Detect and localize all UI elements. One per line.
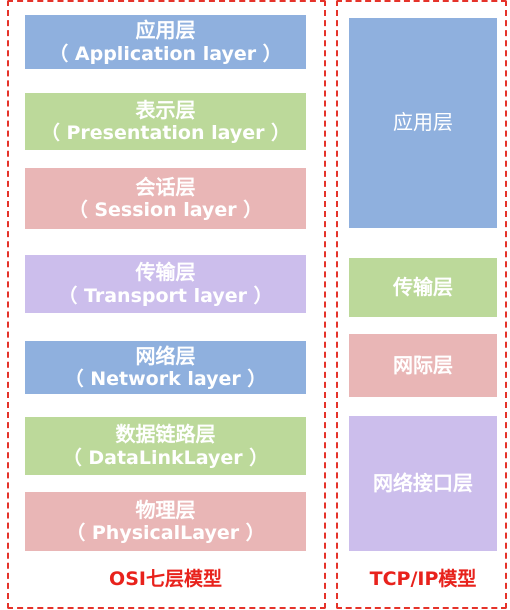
tcpip-layer-network-interface: 网络接口层 bbox=[349, 416, 497, 551]
osi-layer-cn: 应用层 bbox=[135, 18, 196, 42]
osi-layer-cn: 传输层 bbox=[135, 260, 196, 284]
osi-layer-cn: 网络层 bbox=[135, 343, 196, 368]
tcpip-layer-transport: 传输层 bbox=[349, 258, 497, 317]
osi-layer-application: 应用层 （ Application layer ） bbox=[25, 15, 306, 69]
tcpip-model-title: TCP/IP模型 bbox=[369, 568, 477, 590]
tcpip-layer-application: 应用层 bbox=[349, 18, 497, 228]
tcpip-layer-label: 传输层 bbox=[393, 274, 453, 299]
osi-layer-en: （ DataLinkLayer ） bbox=[62, 446, 269, 469]
osi-layer-network: 网络层 （ Network layer ） bbox=[25, 341, 306, 394]
tcpip-model-panel bbox=[336, 0, 507, 609]
osi-model-title: OSI七层模型 bbox=[109, 568, 222, 590]
tcpip-layer-label: 应用层 bbox=[393, 110, 453, 135]
tcpip-layer-internet: 网际层 bbox=[349, 334, 497, 397]
osi-model-panel bbox=[7, 0, 326, 609]
osi-layer-en: （ Presentation layer ） bbox=[40, 122, 291, 145]
osi-layer-en: （ PhysicalLayer ） bbox=[66, 522, 265, 545]
osi-layer-en: （ Network layer ） bbox=[64, 368, 267, 391]
osi-layer-datalink: 数据链路层 （ DataLinkLayer ） bbox=[25, 417, 306, 475]
osi-layer-cn: 物理层 bbox=[135, 497, 196, 522]
tcpip-layer-label: 网际层 bbox=[393, 352, 453, 377]
tcpip-layer-label: 网络接口层 bbox=[373, 470, 473, 495]
osi-layer-cn: 数据链路层 bbox=[115, 422, 216, 446]
osi-layer-en: （ Session layer ） bbox=[68, 199, 263, 222]
osi-layer-cn: 会话层 bbox=[135, 174, 196, 199]
osi-layer-presentation: 表示层 （ Presentation layer ） bbox=[25, 93, 306, 150]
osi-layer-cn: 表示层 bbox=[135, 97, 196, 122]
osi-layer-en: （ Transport layer ） bbox=[58, 284, 273, 307]
osi-layer-physical: 物理层 （ PhysicalLayer ） bbox=[25, 492, 306, 551]
osi-layer-en: （ Application layer ） bbox=[49, 42, 282, 65]
osi-layer-transport: 传输层 （ Transport layer ） bbox=[25, 255, 306, 313]
osi-layer-session: 会话层 （ Session layer ） bbox=[25, 168, 306, 229]
